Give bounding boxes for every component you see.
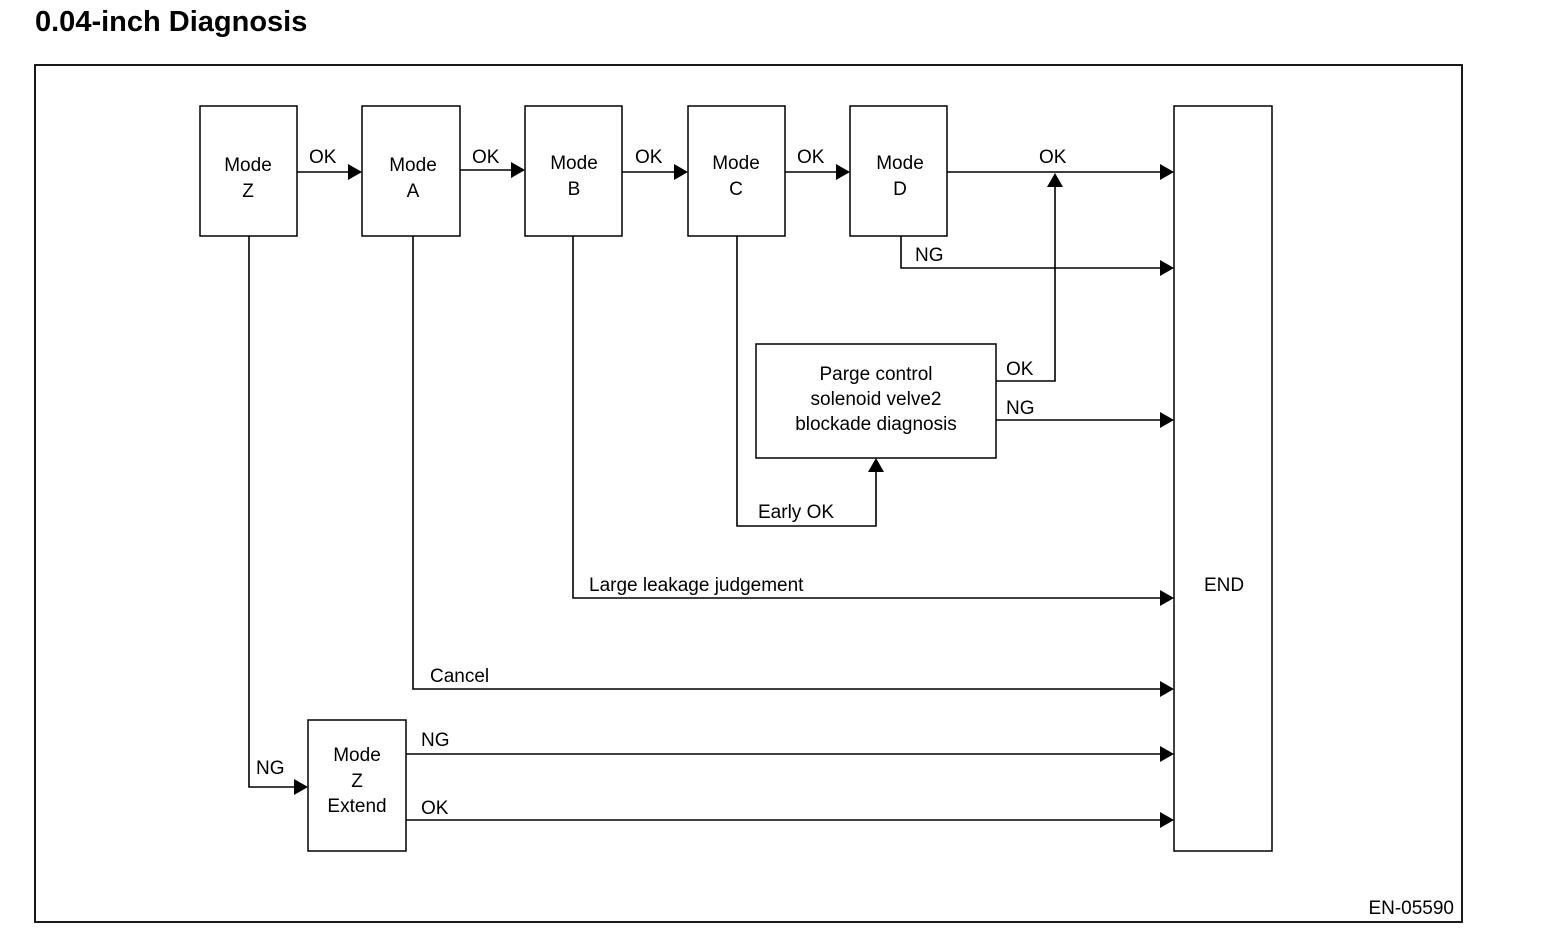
node-mode-z-line1: Mode [224,155,272,176]
edge-d-to-end-ok-label: OK [1039,147,1067,168]
node-mode-c: Mode C [687,105,786,237]
edge-a-to-b-label: OK [472,147,500,168]
edge-d-to-end-ng-label: NG [915,245,944,266]
figure-id: EN-05590 [1368,898,1454,919]
edge-z-ng: NG [248,236,308,795]
node-mode-a: Mode A [361,105,461,237]
edge-z-to-a-label: OK [309,147,337,168]
node-mode-d-line1: Mode [876,153,924,174]
edge-d-to-end-ok: OK [947,147,1174,180]
edge-a-to-b: OK [460,147,525,178]
edge-c-to-d-label: OK [797,147,825,168]
node-mode-z-extend-line1: Mode [333,745,381,766]
edge-z-to-a: OK [297,147,362,180]
node-mode-b: Mode B [524,105,623,237]
node-mode-c-line2: C [729,179,743,200]
node-mode-z: Mode Z [199,105,298,237]
node-parge-line1: Parge control [819,364,932,385]
edge-parge-ok-label: OK [1006,359,1034,380]
node-mode-c-line1: Mode [712,153,760,174]
edge-c-early-ok: Early OK [736,236,884,527]
node-mode-d-line2: D [893,179,907,200]
edge-c-early-ok-label: Early OK [758,502,834,523]
node-parge-control: Parge control solenoid velve2 blockade d… [755,343,997,459]
node-mode-b-line2: B [568,179,581,200]
node-mode-z-line2: Z [242,181,254,202]
edge-b-large-leak: Large leakage judgement [572,236,1174,606]
edge-b-large-leak-label: Large leakage judgement [589,575,804,596]
page-title: 0.04-inch Diagnosis [35,6,308,38]
edge-a-cancel-label: Cancel [430,666,489,687]
node-mode-b-line1: Mode [550,153,598,174]
node-mode-d: Mode D [849,105,948,237]
node-mode-z-extend: Mode Z Extend [307,719,407,852]
node-end: END [1173,105,1273,852]
edge-b-to-c-label: OK [635,147,663,168]
node-mode-z-extend-line3: Extend [327,796,386,817]
node-parge-line2: solenoid velve2 [811,389,942,410]
edge-d-to-end-ng: NG [900,236,1174,276]
edge-c-to-d: OK [785,147,850,180]
edge-ext-ok: OK [406,798,1174,828]
node-parge-line3: blockade diagnosis [795,414,957,435]
edge-parge-ok: OK [996,173,1063,382]
node-mode-z-extend-line2: Z [351,771,363,792]
node-mode-a-line2: A [407,181,420,202]
edge-ext-ok-label: OK [421,798,449,819]
diagram-frame [34,64,1463,923]
node-end-label: END [1204,575,1244,596]
edge-parge-ng: NG [996,398,1174,428]
edge-z-ng-label: NG [256,758,285,779]
edge-b-to-c: OK [622,147,688,180]
edge-a-cancel: Cancel [412,236,1174,697]
node-mode-a-line1: Mode [389,155,437,176]
edge-ext-ng: NG [406,730,1174,762]
edge-ext-ng-label: NG [421,730,450,751]
edge-parge-ng-label: NG [1006,398,1035,419]
